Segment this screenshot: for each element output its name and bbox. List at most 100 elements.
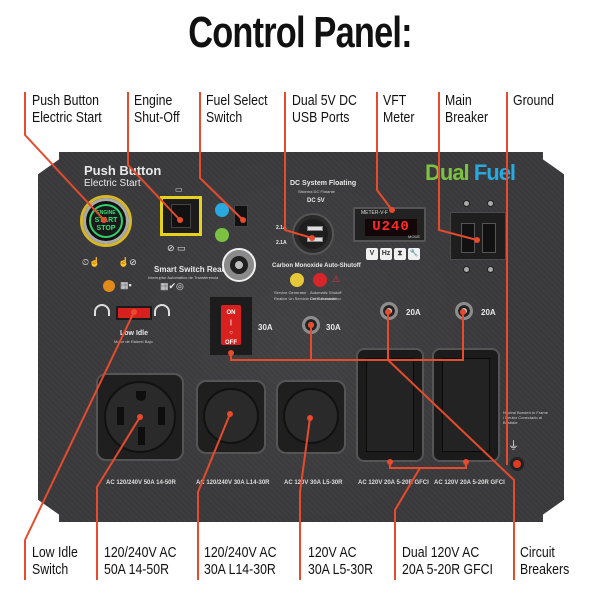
- start-button-stop-label: STOP: [96, 225, 116, 232]
- screw: [487, 200, 494, 207]
- callout-line: Low Idle: [32, 544, 78, 561]
- outlet-14-50r[interactable]: [96, 373, 184, 461]
- callout-vft-meter: VFT Meter: [383, 92, 414, 126]
- low-idle-label: Low Idle: [120, 330, 148, 337]
- outlet-l5-30r[interactable]: [276, 380, 346, 454]
- battery-icon: ▭: [175, 185, 183, 194]
- main-breaker-switch-left[interactable]: [461, 223, 475, 253]
- callout-outlet-gfci: Dual 120V AC 20A 5-20R GFCI: [402, 544, 493, 578]
- shutoff-rocker[interactable]: [171, 204, 191, 228]
- callout-line: VFT: [383, 92, 407, 109]
- callout-line: Ground: [513, 92, 555, 109]
- off-label: OFF: [225, 340, 237, 346]
- screw: [463, 266, 470, 273]
- outlet-l14-30r[interactable]: [196, 380, 266, 454]
- page-title: Control Panel:: [188, 8, 412, 57]
- engine-shutoff-switch[interactable]: [160, 196, 202, 236]
- outlet-gfci-2[interactable]: [432, 348, 500, 462]
- start-mode-icon: ⏲☝: [82, 257, 101, 267]
- usb-port-bottom[interactable]: [307, 237, 323, 242]
- meter-hours-button[interactable]: ⧗: [394, 248, 406, 260]
- indicator-light: [103, 280, 115, 292]
- usb-port-housing: [292, 213, 334, 255]
- co-warning-icon: ⚠: [332, 274, 341, 284]
- callout-engine-shutoff: Engine Shut-Off: [134, 92, 180, 126]
- callout-usb-ports: Dual 5V DC USB Ports: [292, 92, 357, 126]
- co-service-label-es: Realice Un Servicio Del Generador: [274, 296, 337, 301]
- dual-fuel-word1: Dual: [425, 160, 470, 185]
- meter-brand: METER-V-F: [361, 210, 388, 216]
- outlet-label-l14-30r: AC 120/240V 30A L14-30R: [196, 480, 270, 486]
- callout-line: Push Button: [32, 92, 100, 109]
- callout-line: 120V AC: [308, 544, 357, 561]
- outlet-face: [283, 388, 339, 444]
- dc-system-sublabel: Sistema DC Flotante: [298, 189, 335, 194]
- usb-amp-label-bottom: 2.1A: [276, 240, 287, 246]
- outlet-gfci-1[interactable]: [356, 348, 424, 462]
- callout-outlet-l14-30r: 120/240V AC 30A L14-30R: [204, 544, 276, 578]
- transfer-switch-connector[interactable]: [222, 248, 256, 282]
- co-shutoff-label: Carbon Monoxide Auto-Shutoff: [272, 263, 361, 269]
- outlet-label-gfci-1: AC 120V 20A 5-20R GFCI: [358, 480, 429, 486]
- l14-30r-breaker-housing: ON | ○ OFF: [210, 297, 252, 355]
- on-label: ON: [226, 310, 236, 316]
- callout-line: Breakers: [520, 561, 570, 578]
- hot-slot: [158, 407, 165, 425]
- amp-label-20a-2: 20A: [481, 308, 496, 317]
- low-idle-switch[interactable]: [116, 306, 152, 320]
- callout-line: Main: [445, 92, 472, 109]
- dual-fuel-word2: Fuel: [473, 160, 516, 185]
- circuit-breaker-gfci-1[interactable]: [380, 302, 398, 320]
- callout-line: 120/240V AC: [104, 544, 177, 561]
- screw: [487, 266, 494, 273]
- co-service-label: Service Generator: [274, 290, 307, 295]
- callout-line: Breaker: [445, 109, 489, 126]
- circuit-breaker-l5-30r[interactable]: [302, 316, 320, 334]
- co-auto-label: Automatic Shutoff: [310, 290, 342, 295]
- calendar-check-icon: ▦✔◎: [160, 281, 184, 291]
- fuel-select-switch[interactable]: [234, 205, 248, 227]
- callout-line: Fuel Select: [206, 92, 268, 109]
- gfci-face: [366, 358, 414, 452]
- low-speed-gauge-icon: [94, 304, 110, 316]
- gfci-face: [442, 358, 490, 452]
- shutoff-mode-icons: ⊘ ▭: [167, 243, 186, 253]
- outlet-label-l5-30r: AC 120V 30A L5-30R: [284, 480, 343, 486]
- hot-slot: [117, 407, 124, 425]
- smart-switch-label: Smart Switch Ready: [154, 265, 231, 274]
- stop-mode-icon: ☝⊘: [118, 257, 137, 267]
- callout-line: USB Ports: [292, 109, 350, 126]
- start-stop-button[interactable]: ENGINE START STOP: [80, 195, 132, 247]
- outlet-face: [104, 381, 176, 453]
- amp-label-30a-1: 30A: [258, 323, 273, 332]
- callout-push-button: Push Button Electric Start: [32, 92, 102, 126]
- outlet-label-14-50r: AC 120/240V 50A 14-50R: [106, 480, 176, 486]
- dc-system-label: DC System Floating: [290, 180, 357, 187]
- meter-hz-button[interactable]: Hz: [380, 248, 392, 260]
- callout-circuit-breakers: Circuit Breakers: [520, 544, 569, 578]
- usb-port-top[interactable]: [307, 226, 323, 231]
- callout-line: Electric Start: [32, 109, 102, 126]
- push-button-title: Push Button: [84, 163, 162, 178]
- main-breaker-switch-right[interactable]: [482, 223, 496, 253]
- meter-reading: U240: [365, 219, 417, 236]
- callout-line: 30A L14-30R: [204, 561, 276, 578]
- smart-switch-sublabel: Interruptor Automático de Transferencia: [148, 275, 219, 280]
- callout-line: 30A L5-30R: [308, 561, 373, 578]
- meter-volt-button[interactable]: V: [366, 248, 378, 260]
- meter-maintenance-button[interactable]: 🔧: [408, 248, 420, 260]
- circuit-breaker-gfci-2[interactable]: [455, 302, 473, 320]
- amp-label-20a-1: 20A: [406, 308, 421, 317]
- callout-line: Dual 5V DC: [292, 92, 357, 109]
- callout-line: Switch: [206, 109, 243, 126]
- start-button-start-label: START: [94, 217, 118, 224]
- main-breaker[interactable]: [450, 212, 506, 260]
- callout-main-breaker: Main Breaker: [445, 92, 488, 126]
- co-shutoff-indicator: [313, 273, 327, 287]
- callout-line: Shut-Off: [134, 109, 180, 126]
- callout-line: 50A 14-50R: [104, 561, 169, 578]
- l14-30r-breaker-switch[interactable]: ON | ○ OFF: [221, 305, 241, 346]
- callout-line: 120/240V AC: [204, 544, 277, 561]
- ground-terminal[interactable]: [510, 457, 524, 471]
- ground-symbol-icon: ⏚: [508, 440, 519, 452]
